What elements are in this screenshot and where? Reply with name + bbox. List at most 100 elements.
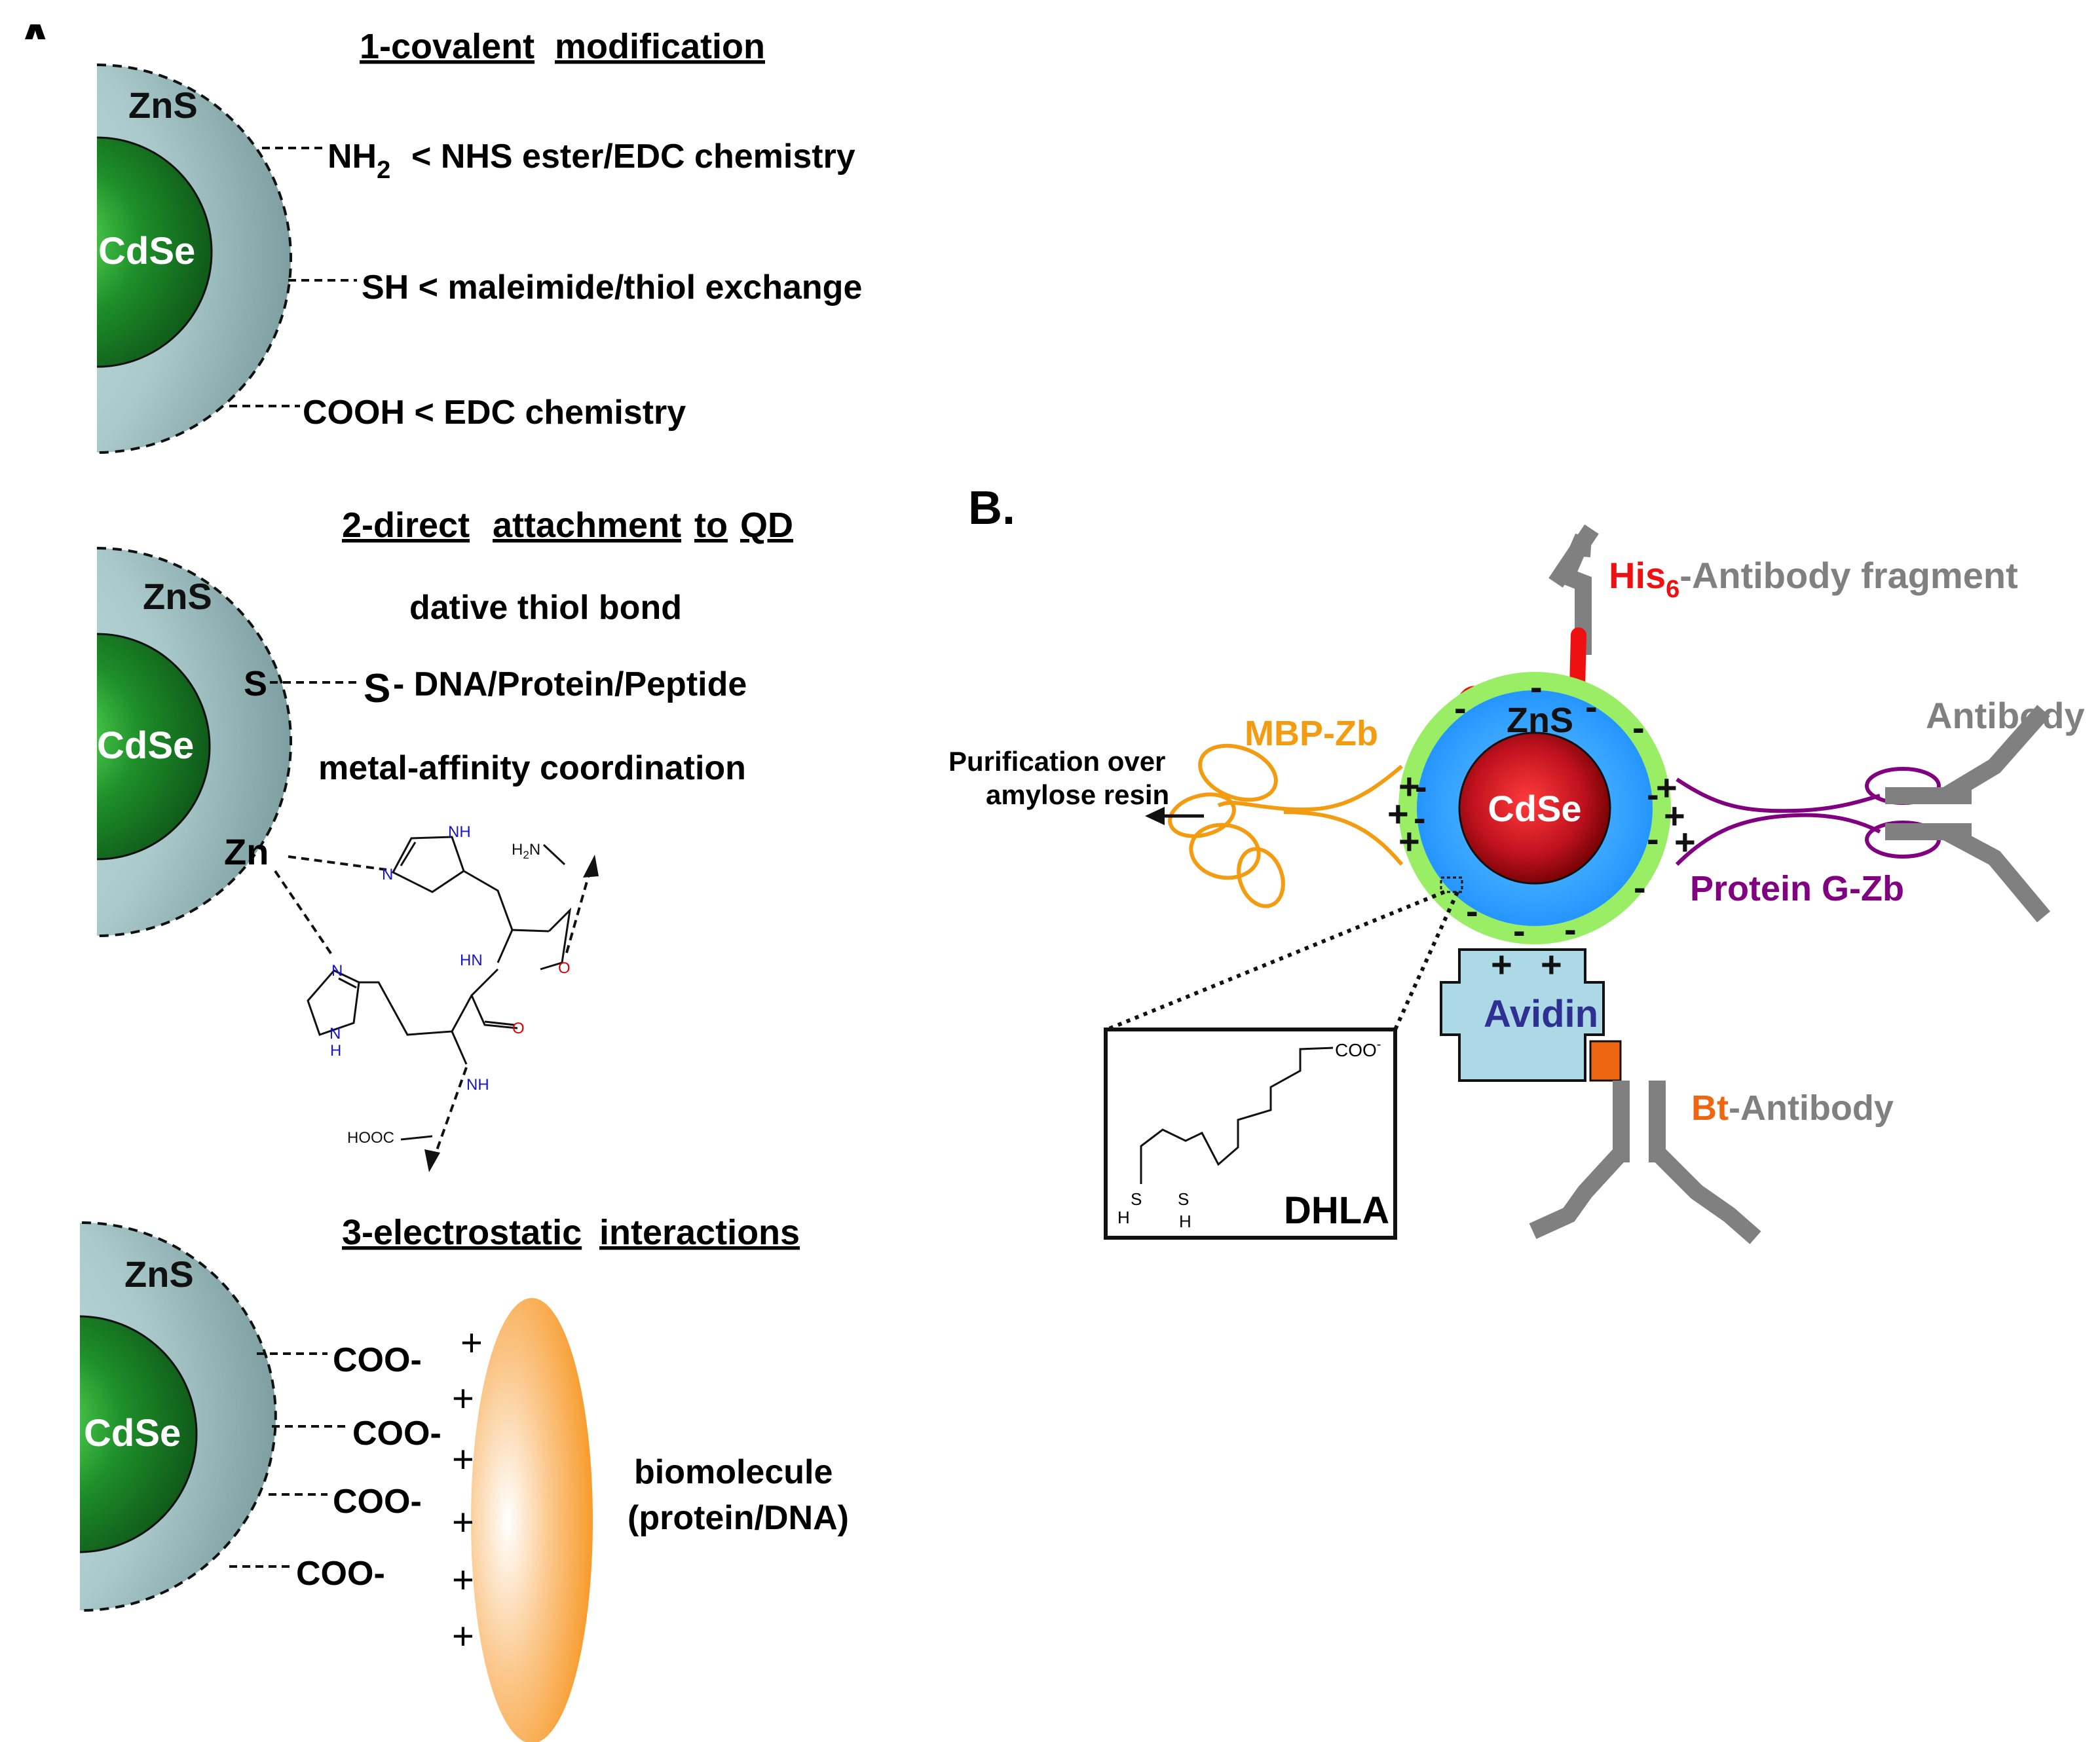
his6-sub: 6 xyxy=(1666,576,1679,603)
molecule-atom-labels: NH N H2N O HN O N N H NH HOOC xyxy=(329,823,571,1147)
minus-9: - xyxy=(1634,866,1646,908)
plus-b7: + xyxy=(1491,944,1512,985)
left-mask-1 xyxy=(0,39,97,472)
bt-antibody-arm-left xyxy=(1529,1147,1628,1239)
minus-12: - xyxy=(1466,890,1478,931)
zn-coord-1 xyxy=(288,855,387,871)
plus-b6: + xyxy=(1674,821,1696,862)
biomolecule-charges: + + + + + + xyxy=(452,1322,483,1658)
section2-heading-4: QD xyxy=(740,506,793,545)
his6-dash: - xyxy=(1679,555,1692,596)
dhla-chain xyxy=(1140,1047,1334,1184)
plus-b4: + xyxy=(1656,767,1678,808)
core-label-1: CdSe xyxy=(98,230,195,272)
protein-g-zb-label: Protein G-Zb xyxy=(1690,869,1904,908)
minus-11: - xyxy=(1564,908,1577,950)
metal-affinity: metal-affinity coordination xyxy=(318,749,746,787)
plus-b3: + xyxy=(1398,821,1420,862)
amide-a xyxy=(540,907,572,971)
ring-a-double xyxy=(400,842,417,866)
ring-b-double xyxy=(338,977,357,989)
central-quantum-dot: CdSe ZnS xyxy=(1398,672,1671,944)
minus-7: - xyxy=(1647,773,1659,815)
his6-base: His xyxy=(1609,555,1666,596)
minus-10: - xyxy=(1513,910,1526,951)
section2-heading-3: to xyxy=(694,506,728,545)
side-chain-a xyxy=(463,870,550,933)
dhla-coo-sup: - xyxy=(1377,1037,1381,1052)
atom-h2n-sub: 2 xyxy=(523,849,529,861)
avidin-label: Avidin xyxy=(1484,993,1598,1035)
section1-heading-2: modification xyxy=(555,27,765,66)
panel-b-label: B. xyxy=(968,482,1015,534)
core-label-b: CdSe xyxy=(1488,788,1581,829)
surface-s: S xyxy=(244,664,267,703)
plus-1: + xyxy=(460,1322,483,1364)
dhla-coo-text: COO xyxy=(1335,1040,1377,1060)
callout-line-right xyxy=(1393,891,1459,1031)
carbonyl-double xyxy=(484,1020,515,1026)
plus-b1: + xyxy=(1398,766,1420,807)
shell-outline-3 xyxy=(81,1221,277,1612)
mbp-loop-1 xyxy=(1198,743,1278,802)
coo-label-4: COO- xyxy=(296,1555,385,1593)
shell-label-2: ZnS xyxy=(143,576,212,617)
callout-line-left xyxy=(1106,890,1446,1031)
antibody-fragment-label: Antibody fragment xyxy=(1692,555,2018,596)
section1-heading-1: 1-covalent xyxy=(360,27,534,66)
left-mask-2 xyxy=(0,537,97,943)
protein-g-zb xyxy=(1675,767,1941,866)
minus-3: - xyxy=(1585,686,1598,727)
bt-label: Bt xyxy=(1691,1088,1729,1128)
biotin-square xyxy=(1589,1040,1622,1082)
mbp-strand-bottom xyxy=(1283,810,1404,866)
shell-label-b: ZnS xyxy=(1507,701,1573,740)
biomolecule-line2: (protein/DNA) xyxy=(628,1499,849,1537)
backbone-a xyxy=(497,929,514,963)
antibody-right xyxy=(1885,705,2050,923)
nh2-method: < NHS ester/EDC chemistry xyxy=(411,138,855,176)
cooh-chain xyxy=(400,1135,433,1141)
atom-hooc: HOOC xyxy=(347,1129,394,1147)
bt-antibody-label: Bt-Antibody xyxy=(1691,1088,1894,1128)
minus-1: - xyxy=(1454,687,1467,728)
dhla-s-left: S xyxy=(1131,1189,1142,1209)
mbp-strand-top xyxy=(1217,764,1403,812)
mbp-zb-protein xyxy=(1168,743,1404,908)
zn-coord-2 xyxy=(274,870,334,957)
section3-heading-2: interactions xyxy=(599,1213,800,1252)
ligand-s: S xyxy=(364,666,390,711)
mbp-loop-3 xyxy=(1189,823,1261,880)
purification-line1: Purification over xyxy=(948,746,1165,777)
nh2-base: NH xyxy=(328,138,377,176)
protein-g-strand-bottom xyxy=(1675,813,1881,866)
shell-label-1: ZnS xyxy=(128,84,198,126)
cdse-core-b xyxy=(1458,732,1611,885)
minus-6: - xyxy=(1414,797,1426,838)
arrow-up-head xyxy=(583,855,599,878)
mbp-loop-2 xyxy=(1168,792,1236,838)
dhla-coo: COO- xyxy=(1335,1037,1381,1060)
antibody-right-arm-bottom xyxy=(1941,824,2050,923)
biomolecule-ellipse xyxy=(471,1298,593,1742)
plus-5: + xyxy=(452,1559,474,1601)
coo-label-1: COO- xyxy=(333,1341,422,1379)
atom-h-b: H xyxy=(330,1042,341,1060)
minus-5: - xyxy=(1415,766,1427,807)
sh-line: SH < maleimide/thiol exchange xyxy=(362,269,862,306)
dhla-h-right: H xyxy=(1179,1212,1191,1231)
protein-g-strand-top xyxy=(1676,777,1881,813)
section2-heading-1: 2-direct xyxy=(342,506,470,545)
imidazole-ring-b xyxy=(307,969,360,1036)
histidine-structure xyxy=(307,836,572,1141)
atom-h2n-h: H xyxy=(512,841,523,859)
plus-6: + xyxy=(452,1615,474,1658)
atom-h2n-n: N xyxy=(529,841,540,859)
carbonyl-link xyxy=(470,968,518,1029)
minus-8: - xyxy=(1647,818,1659,859)
purification-arrow-head xyxy=(1145,807,1165,825)
atom-nh-a: NH xyxy=(448,823,471,841)
nh2-label: NH2 xyxy=(328,138,390,184)
shell-outline-1 xyxy=(96,64,292,454)
